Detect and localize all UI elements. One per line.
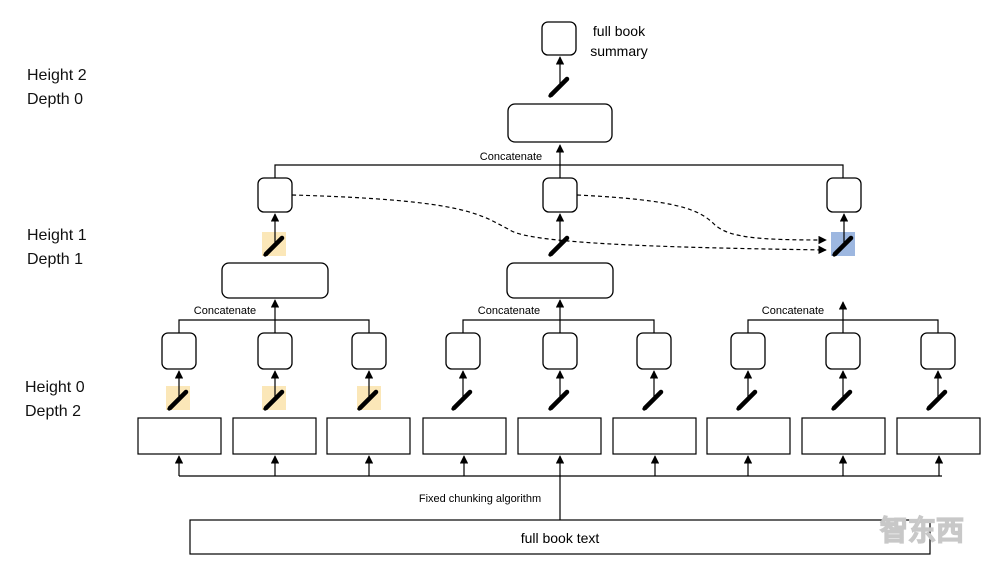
level-label-height2: Height 2 Depth 0 — [27, 64, 87, 112]
height0-summary-boxes — [161, 332, 956, 370]
height-label: Height 2 — [27, 67, 87, 84]
full-text-label: full book text — [521, 530, 600, 546]
height1-concat-box — [221, 262, 329, 299]
depth-label: Depth 2 — [25, 403, 82, 420]
concatenate-label: Concatenate — [480, 151, 542, 163]
pen-icon — [549, 238, 567, 256]
height1-concat-box — [506, 262, 614, 299]
concatenated-summary-box — [507, 103, 613, 143]
concatenate-label: Concatenate — [478, 305, 540, 317]
height-label: Height 1 — [27, 227, 87, 244]
height0-pens — [168, 370, 945, 410]
concatenate-label: Concatenate — [194, 305, 256, 317]
concatenate-label: Concatenate — [762, 305, 824, 317]
text-chunk-boxes — [137, 417, 981, 455]
summary-box — [541, 21, 577, 56]
pen-icon — [549, 79, 567, 97]
height1-summary-box — [257, 177, 293, 213]
summary-label: full book — [593, 23, 646, 39]
depth-label: Depth 1 — [27, 251, 84, 268]
depth-label: Depth 0 — [27, 91, 84, 108]
height1-summary-box — [542, 177, 578, 213]
summary-label: summary — [590, 43, 648, 59]
level-label-height0: Height 0 Depth 2 — [25, 376, 85, 424]
watermark-logo: 智东西 — [880, 514, 964, 546]
full-text-box — [189, 519, 931, 555]
chunking-label: Fixed chunking algorithm — [419, 493, 541, 505]
level-label-height1: Height 1 Depth 1 — [27, 224, 87, 272]
chunking-arrows — [174, 455, 944, 520]
height1-summary-box — [826, 177, 862, 213]
height-label: Height 0 — [25, 379, 85, 396]
